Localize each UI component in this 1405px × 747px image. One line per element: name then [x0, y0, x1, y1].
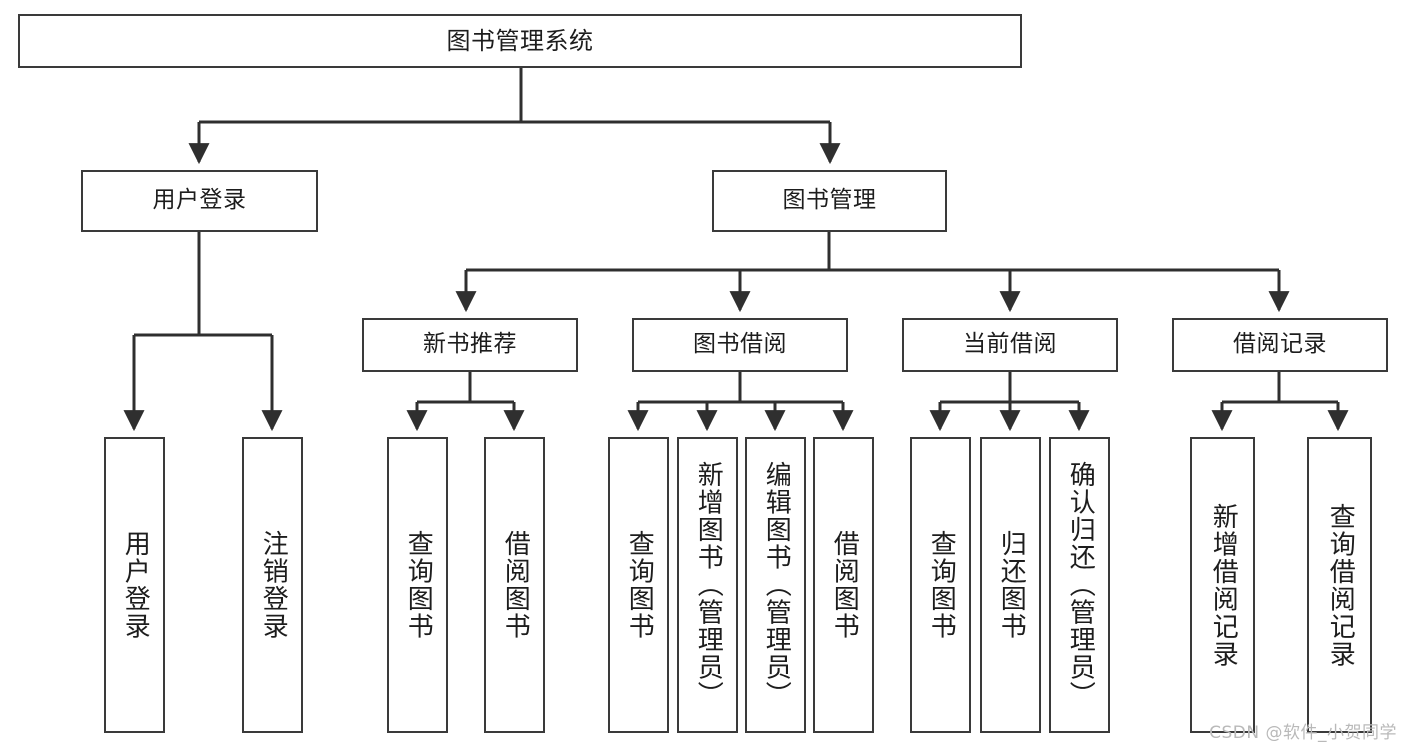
- node-label: 图书管理: [782, 187, 877, 214]
- node-label: 查询图书: [624, 530, 655, 640]
- node-label: 归还图书: [996, 530, 1027, 640]
- leaf-query-book-current[interactable]: 查询图书: [910, 437, 971, 733]
- leaf-query-borrow-record[interactable]: 查询借阅记录: [1307, 437, 1372, 733]
- leaf-query-book-borrow[interactable]: 查询图书: [608, 437, 669, 733]
- node-label: 图书借阅: [693, 331, 787, 358]
- node-label: 当前借阅: [963, 331, 1057, 358]
- node-label: 查询图书: [403, 530, 434, 640]
- leaf-edit-book-admin[interactable]: 编辑图书（管理员）: [745, 437, 806, 733]
- node-root-book-management-system[interactable]: 图书管理系统: [18, 14, 1022, 68]
- node-label: 用户登录: [120, 530, 151, 640]
- node-label: 借阅记录: [1233, 331, 1327, 358]
- leaf-logout[interactable]: 注销登录: [242, 437, 303, 733]
- node-label: 新书推荐: [423, 331, 517, 358]
- node-label: 新增借阅记录: [1208, 502, 1239, 668]
- node-label: 编辑图书（管理员）: [761, 461, 792, 709]
- node-label: 新增图书（管理员）: [693, 461, 724, 709]
- leaf-query-book-recommend[interactable]: 查询图书: [387, 437, 448, 733]
- node-user-login[interactable]: 用户登录: [81, 170, 318, 232]
- node-label: 借阅图书: [829, 530, 860, 640]
- node-borrowing-record[interactable]: 借阅记录: [1172, 318, 1388, 372]
- node-label: 确认归还（管理员）: [1065, 461, 1096, 709]
- node-label: 用户登录: [152, 187, 247, 214]
- node-label: 注销登录: [258, 530, 289, 640]
- leaf-return-book[interactable]: 归还图书: [980, 437, 1041, 733]
- node-book-management[interactable]: 图书管理: [712, 170, 947, 232]
- leaf-confirm-return-admin[interactable]: 确认归还（管理员）: [1049, 437, 1110, 733]
- watermark: CSDN @软件_小贺同学: [1209, 723, 1397, 743]
- leaf-add-borrow-record[interactable]: 新增借阅记录: [1190, 437, 1255, 733]
- leaf-borrow-book-recommend[interactable]: 借阅图书: [484, 437, 545, 733]
- leaf-add-book-admin[interactable]: 新增图书（管理员）: [677, 437, 738, 733]
- node-new-book-recommendation[interactable]: 新书推荐: [362, 318, 578, 372]
- node-label: 查询借阅记录: [1325, 502, 1356, 668]
- node-label: 查询图书: [926, 530, 957, 640]
- leaf-user-login[interactable]: 用户登录: [104, 437, 165, 733]
- leaf-borrow-book[interactable]: 借阅图书: [813, 437, 874, 733]
- node-current-borrowing[interactable]: 当前借阅: [902, 318, 1118, 372]
- node-book-borrowing[interactable]: 图书借阅: [632, 318, 848, 372]
- node-label: 借阅图书: [500, 530, 531, 640]
- node-label: 图书管理系统: [446, 26, 594, 55]
